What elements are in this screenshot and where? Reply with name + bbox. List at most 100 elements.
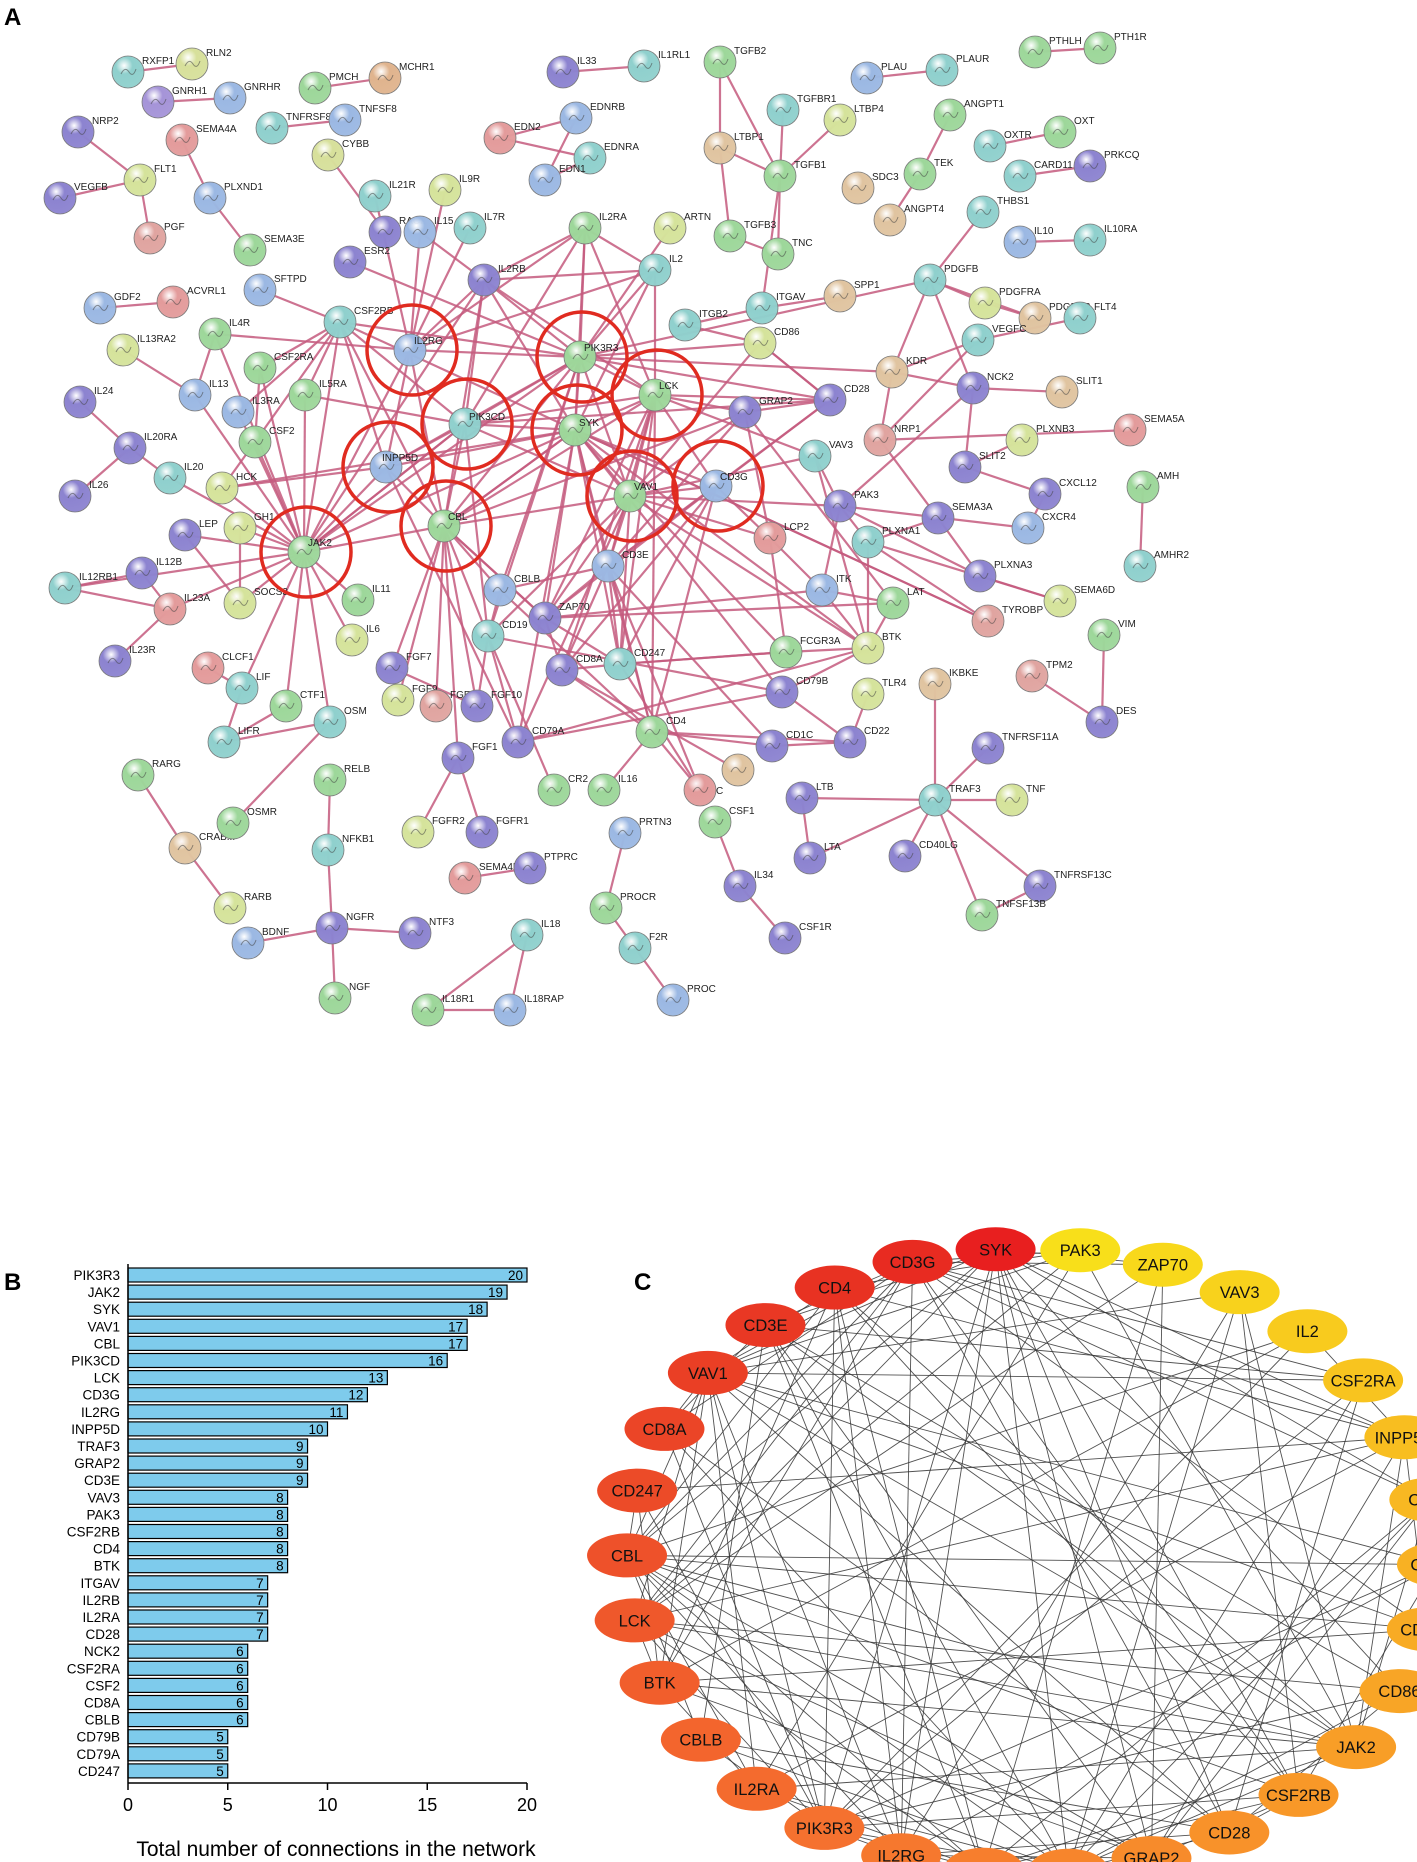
node-sema4d[interactable]: SEMA4D <box>448 861 520 895</box>
node-lcp2[interactable]: LCP2 <box>753 521 809 555</box>
node-inpp5d[interactable]: INPP5D <box>369 450 418 484</box>
ring-node-cd79a[interactable]: CD79A <box>1386 1607 1417 1651</box>
node-proc[interactable]: PROC <box>656 983 716 1017</box>
node-cd3g[interactable]: CD3G <box>699 469 748 503</box>
node-cxcl12[interactable]: CXCL12 <box>1028 477 1097 511</box>
node-vegfc[interactable]: VEGFC <box>961 323 1026 357</box>
node-des[interactable]: DES <box>1085 705 1137 739</box>
node-csf1[interactable]: CSF1 <box>698 805 755 839</box>
node-tnfsf8[interactable]: TNFSF8 <box>328 103 397 137</box>
ring-node-inpp5d[interactable]: INPP5D <box>1364 1415 1417 1460</box>
node-itgb2[interactable]: ITGB2 <box>668 308 728 342</box>
node-il20ra[interactable]: IL20RA <box>113 431 178 465</box>
node-flt4[interactable]: FLT4 <box>1063 301 1117 335</box>
node-pmch[interactable]: PMCH <box>298 71 358 105</box>
node-ednrb[interactable]: EDNRB <box>559 101 625 135</box>
node-tgfb1[interactable]: TGFB1 <box>763 159 827 193</box>
node-traf3[interactable]: TRAF3 <box>918 783 981 817</box>
node-pdgfra[interactable]: PDGFRA <box>968 286 1041 320</box>
node-il12rb1[interactable]: IL12RB1 <box>48 571 118 605</box>
node-lta[interactable]: LTA <box>793 841 841 875</box>
node-plaur[interactable]: PLAUR <box>925 53 989 87</box>
node-vegfb[interactable]: VEGFB <box>43 181 108 215</box>
node-kdr[interactable]: KDR <box>875 355 927 389</box>
ring-node-cd3e[interactable]: CD3E <box>725 1303 806 1348</box>
node-rln2[interactable]: RLN2 <box>175 47 232 81</box>
node-il13[interactable]: IL13 <box>178 378 229 412</box>
node-ednra[interactable]: EDNRA <box>573 141 639 175</box>
node-spp1[interactable]: SPP1 <box>823 279 880 313</box>
node-ngfr[interactable]: NGFR <box>315 911 374 945</box>
node-f2r[interactable]: F2R <box>618 931 668 965</box>
node-csf1r[interactable]: CSF1R <box>768 921 832 955</box>
node-il21r[interactable]: IL21R <box>358 179 416 213</box>
node-fgf9[interactable]: FGF9 <box>381 683 438 717</box>
node-rxfp1[interactable]: RXFP1 <box>111 55 175 89</box>
ring-node-cd8a[interactable]: CD8A <box>624 1406 705 1451</box>
node-nfkb1[interactable]: NFKB1 <box>311 833 375 867</box>
node-c[interactable]: C <box>683 773 723 807</box>
node-amhr2[interactable]: AMHR2 <box>1123 549 1189 583</box>
node-edn1[interactable]: EDN1 <box>528 163 586 197</box>
node-ltbp4[interactable]: LTBP4 <box>823 103 884 137</box>
node-tgfbr1[interactable]: TGFBR1 <box>766 93 837 127</box>
node-amh[interactable]: AMH <box>1126 470 1179 504</box>
node-esr2[interactable]: ESR2 <box>333 245 391 279</box>
node-pthlh[interactable]: PTHLH <box>1018 35 1082 69</box>
node-il7r[interactable]: IL7R <box>453 211 505 245</box>
node-pik3cd[interactable]: PIK3CD <box>448 407 505 441</box>
node-fcgr3a[interactable]: FCGR3A <box>769 635 841 669</box>
node-il1rl1[interactable]: IL1RL1 <box>627 49 691 83</box>
node-il33[interactable]: IL33 <box>546 55 597 89</box>
node-angpt1[interactable]: ANGPT1 <box>933 98 1004 132</box>
node-cxcr4[interactable]: CXCR4 <box>1011 511 1076 545</box>
node-il9r[interactable]: IL9R <box>428 173 480 207</box>
node-btk[interactable]: BTK <box>851 631 902 665</box>
node-il3ra[interactable]: IL3RA <box>221 395 280 429</box>
node-il18r1[interactable]: IL18R1 <box>411 993 475 1027</box>
node-angpt4[interactable]: ANGPT4 <box>873 203 944 237</box>
node-cd79a[interactable]: CD79A <box>501 725 565 759</box>
ring-node-vav3[interactable]: VAV3 <box>1199 1270 1280 1315</box>
node-clcf1[interactable]: CLCF1 <box>191 651 254 685</box>
node-prkcq[interactable]: PRKCQ <box>1073 149 1140 183</box>
node-tpm2[interactable]: TPM2 <box>1015 659 1073 693</box>
ring-node-btk[interactable]: BTK <box>619 1660 700 1705</box>
ring-node-cbl[interactable]: CBL <box>587 1533 668 1578</box>
node-oxtr[interactable]: OXTR <box>973 129 1032 163</box>
node-osm[interactable]: OSM <box>313 705 367 739</box>
node-il16[interactable]: IL16 <box>587 773 638 807</box>
node-edn2[interactable]: EDN2 <box>483 121 541 155</box>
node-pth1r[interactable]: PTH1R <box>1083 31 1147 65</box>
node-lck[interactable]: LCK <box>638 378 679 412</box>
node-lep[interactable]: LEP <box>168 518 218 552</box>
node-gdf2[interactable]: GDF2 <box>83 291 141 325</box>
node-nrp1[interactable]: NRP1 <box>863 423 921 457</box>
node-il13ra2[interactable]: IL13RA2 <box>106 333 176 367</box>
node-itk[interactable]: ITK <box>805 573 852 607</box>
node-tnf[interactable]: TNF <box>995 783 1045 817</box>
ring-node-vav1[interactable]: VAV1 <box>667 1350 748 1395</box>
node-oxt[interactable]: OXT <box>1043 115 1095 149</box>
node-sema6d[interactable]: SEMA6D <box>1043 584 1115 618</box>
node-rarg[interactable]: RARG <box>121 758 181 792</box>
node-tnfrsf13c[interactable]: TNFRSF13C <box>1023 869 1112 903</box>
node-gnrhr[interactable]: GNRHR <box>213 81 281 115</box>
ring-node-grap2[interactable]: GRAP2 <box>1111 1836 1192 1862</box>
node-il2ra[interactable]: IL2RA <box>568 211 627 245</box>
node-slit2[interactable]: SLIT2 <box>948 450 1006 484</box>
node-fgfr1[interactable]: FGFR1 <box>465 815 529 849</box>
node-lifr[interactable]: LIFR <box>207 725 260 759</box>
ring-node-pik3cd[interactable]: PIK3CD <box>1028 1848 1108 1862</box>
node-ctf1[interactable]: CTF1 <box>269 689 325 723</box>
ring-node-cd247[interactable]: CD247 <box>597 1468 678 1513</box>
node-gh1[interactable]: GH1 <box>223 511 275 545</box>
node-fgfr2[interactable]: FGFR2 <box>401 815 465 849</box>
node-csf2[interactable]: CSF2 <box>238 425 295 459</box>
node-fgf7[interactable]: FGF7 <box>375 651 432 685</box>
node-tgfb2[interactable]: TGFB2 <box>703 45 767 79</box>
ring-node-jak2[interactable]: JAK2 <box>1316 1725 1397 1770</box>
node-ltbp1[interactable]: LTBP1 <box>703 131 764 165</box>
ring-node-cd79b[interactable]: CD79B <box>1396 1543 1417 1587</box>
ring-node-csf2[interactable]: CSF2 <box>1389 1478 1417 1522</box>
